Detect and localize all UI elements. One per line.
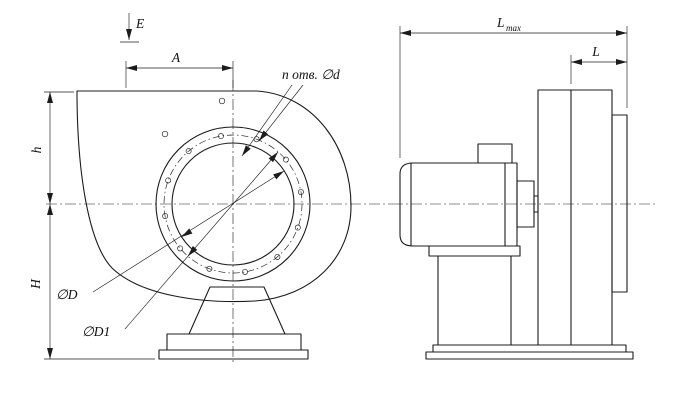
- inlet-flange-side: [611, 114, 628, 293]
- side-dimensions: L max L: [399, 15, 628, 158]
- dim-diameter1-leader: [124, 151, 279, 330]
- bolt-hole: [177, 245, 184, 252]
- dim-label-height: H: [28, 278, 43, 290]
- motor-mount-plate: [428, 245, 521, 257]
- dim-label-lmax-sub: max: [506, 23, 521, 33]
- bolt-circle: [163, 134, 303, 274]
- bolt-hole: [206, 265, 213, 272]
- motor-terminal-box: [477, 143, 513, 164]
- bolt-hole: [242, 268, 248, 275]
- bolt-hole: [274, 253, 281, 260]
- base-plate-side: [432, 344, 627, 353]
- holes-note-leader-2: [241, 84, 293, 157]
- bolt-hole-pattern: [162, 133, 304, 275]
- base-plate-front: [166, 333, 302, 351]
- bolt-hole: [185, 148, 192, 155]
- holes-note-leader-1: [258, 84, 304, 142]
- inlet-opening-circle: [171, 142, 295, 266]
- motor-body: [399, 162, 518, 247]
- dim-diameter-arrow-2: [181, 228, 193, 238]
- label-e: E: [135, 16, 145, 31]
- front-view: [46, 80, 392, 362]
- bolt-hole: [294, 224, 301, 231]
- dim-label-l: L: [591, 44, 600, 59]
- casing-side-outline: [537, 89, 613, 346]
- side-view: [392, 89, 656, 360]
- bolt-hole: [282, 156, 289, 163]
- dim-label-dia-d: ∅D: [56, 287, 78, 302]
- inlet-flange-circle: [155, 126, 311, 282]
- dim-diameter-leader: [92, 170, 285, 293]
- rivet-hole: [218, 97, 226, 105]
- holes-note: n отв. ∅d: [282, 67, 340, 82]
- support-pedestal: [188, 286, 286, 335]
- dim-label-a: A: [171, 50, 181, 65]
- front-dimensions: E A h H ∅D ∅D1 n отв. ∅d: [28, 13, 340, 360]
- foundation-slab-front: [158, 349, 309, 360]
- foundation-slab-side: [425, 351, 634, 360]
- dim-label-lmax: L: [496, 15, 505, 30]
- dim-label-dia-d1: ∅D1: [82, 324, 110, 339]
- motor-shaft: [533, 195, 539, 213]
- bolt-hole: [162, 213, 169, 219]
- bolt-hole: [218, 133, 224, 140]
- volute-casing-outline: [76, 90, 352, 303]
- dim-label-h: h: [29, 146, 44, 153]
- dim-diameter1-arrow-2: [187, 245, 198, 257]
- bolt-hole: [165, 177, 172, 184]
- bolt-hole: [297, 189, 304, 195]
- rivet-hole: [161, 130, 169, 138]
